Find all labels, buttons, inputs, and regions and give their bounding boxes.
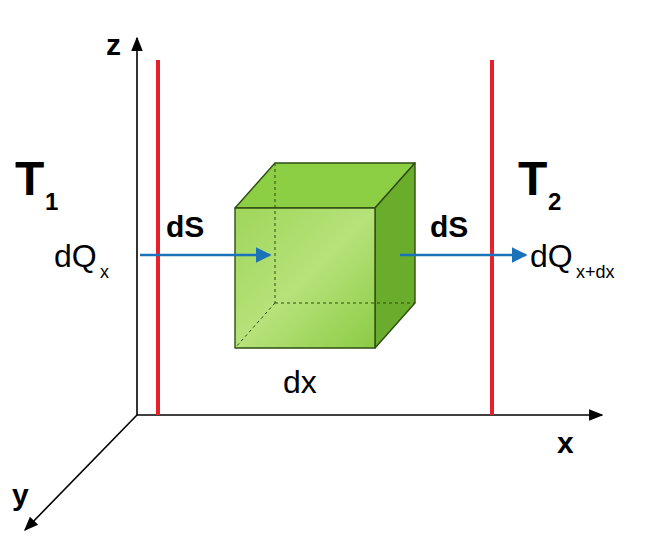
subscript: 2 [548, 190, 561, 214]
temperature-label: T [518, 155, 547, 203]
dimension-label: dx [283, 366, 317, 398]
cube-front [235, 208, 375, 348]
flux-arrow [400, 254, 526, 257]
y-axis [25, 415, 137, 530]
surface-label: dS [166, 212, 204, 242]
subscript: x [100, 263, 109, 281]
temperature-label: T [15, 155, 44, 203]
axis-label: x [557, 428, 574, 458]
subscript: x+dx [576, 263, 615, 281]
wall-line [156, 60, 160, 415]
heat-label: dQ [530, 240, 573, 272]
x-axis [137, 414, 602, 416]
axis-label: y [12, 480, 29, 510]
axis-label: z [106, 30, 121, 60]
z-axis [136, 38, 138, 415]
heat-label: dQ [54, 240, 97, 272]
axes [25, 38, 602, 530]
surface-label: dS [430, 212, 468, 242]
subscript: 1 [45, 190, 58, 214]
wall-line [490, 60, 494, 415]
flux-arrow [140, 254, 270, 257]
